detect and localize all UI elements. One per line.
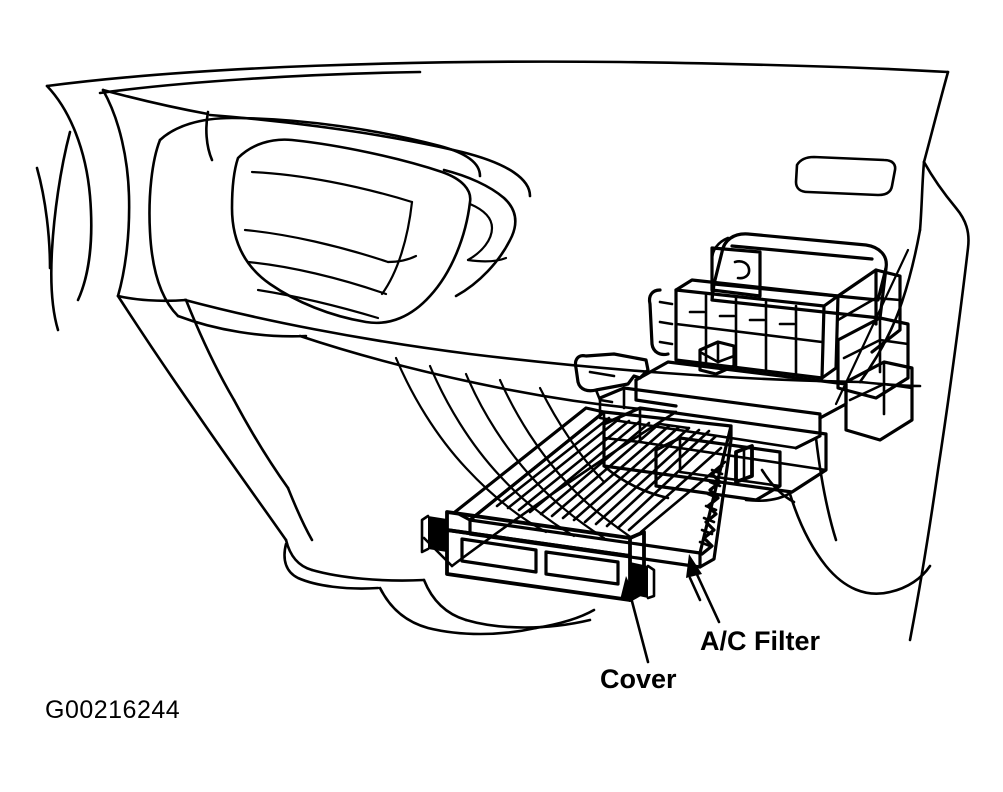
callout-arrow-cover xyxy=(620,576,650,664)
callout-label-cover: Cover xyxy=(600,664,677,694)
callout-leader-tick xyxy=(688,576,702,602)
center-vent-bezel xyxy=(442,168,517,298)
callout-label-ac-filter: A/C Filter xyxy=(700,626,821,656)
a-pillar-group xyxy=(35,84,93,332)
interior-fuse-block xyxy=(647,232,914,442)
dash-lower-panel xyxy=(116,294,862,590)
figure-id-label: G00216244 xyxy=(45,696,180,724)
instrument-cluster-hood xyxy=(101,88,532,338)
center-dash-vent xyxy=(230,138,472,325)
glove-box-panel xyxy=(760,70,970,642)
filter-cover-frame xyxy=(420,510,656,602)
callout-arrow-ac-filter xyxy=(686,554,721,624)
dash-top-outline xyxy=(45,60,950,95)
cover-left-tab xyxy=(428,516,447,552)
